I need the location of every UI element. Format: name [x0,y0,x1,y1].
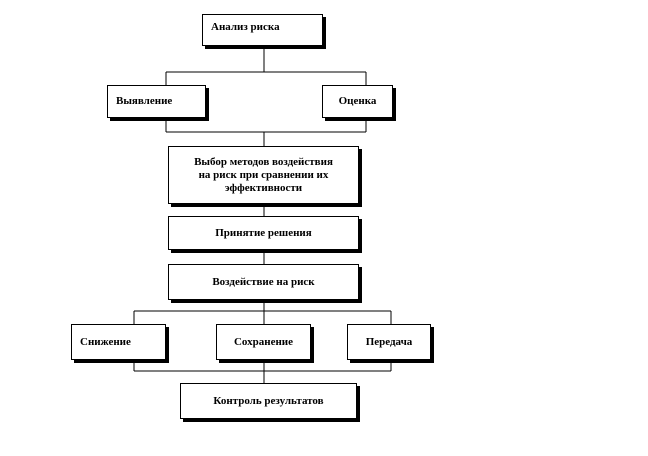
node-risk-analysis: Анализ риска [202,14,323,46]
node-transfer: Передача [347,324,431,360]
node-detection: Выявление [107,85,206,118]
node-estimation: Оценка [322,85,393,118]
node-method-choice: Выбор методов воздействия на риск при ср… [168,146,359,204]
node-reduction: Снижение [71,324,166,360]
node-decision: Принятие решения [168,216,359,250]
node-results-control: Контроль результатов [180,383,357,419]
node-preservation: Сохранение [216,324,311,360]
node-risk-impact: Воздействие на риск [168,264,359,300]
